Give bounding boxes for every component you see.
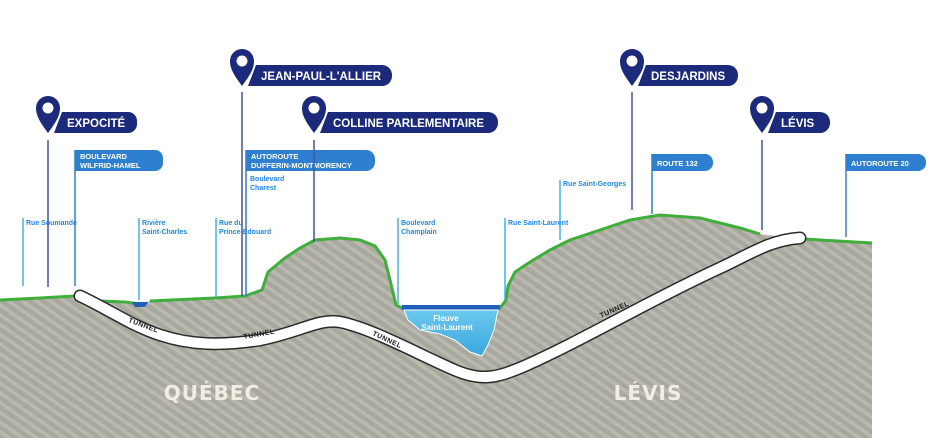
riviere-saint-charles-water bbox=[132, 302, 148, 307]
station-pin-colline-parlementaire: COLLINE PARLEMENTAIRE bbox=[302, 96, 498, 242]
svg-text:AUTOROUTE 20: AUTOROUTE 20 bbox=[851, 159, 909, 168]
map-pin-icon bbox=[302, 96, 326, 133]
svg-text:EXPOCITÉ: EXPOCITÉ bbox=[67, 117, 125, 130]
map-pin-icon bbox=[750, 96, 774, 133]
svg-text:DESJARDINS: DESJARDINS bbox=[651, 71, 725, 83]
tunnel-path-fill bbox=[75, 233, 805, 383]
svg-text:Rue Soumande: Rue Soumande bbox=[26, 220, 77, 227]
fleuve-surface bbox=[402, 305, 500, 310]
street-marker-rue-saint-laurent: Rue Saint-Laurent bbox=[504, 218, 569, 300]
city-label-levis: LÉVIS bbox=[614, 381, 683, 405]
station-pin-expocite: EXPOCITÉ bbox=[36, 96, 137, 287]
svg-text:JEAN-PAUL-L'ALLIER: JEAN-PAUL-L'ALLIER bbox=[261, 71, 382, 83]
fleuve-label: Fleuve Saint-Laurent bbox=[421, 314, 473, 332]
road-flag-route-132: ROUTE 132 bbox=[651, 154, 713, 214]
map-pin-icon bbox=[230, 49, 254, 86]
station-pin-desjardins: DESJARDINS bbox=[620, 49, 738, 210]
svg-text:COLLINE PARLEMENTAIRE: COLLINE PARLEMENTAIRE bbox=[333, 118, 484, 130]
svg-text:LÉVIS: LÉVIS bbox=[781, 117, 815, 130]
svg-text:Rue Saint-Georges: Rue Saint-Georges bbox=[563, 181, 626, 188]
grass-line bbox=[0, 213, 873, 310]
svg-text:Rue Saint-Laurent: Rue Saint-Laurent bbox=[508, 220, 569, 227]
station-pin-jean-paul-lallier: JEAN-PAUL-L'ALLIER bbox=[230, 49, 392, 296]
street-marker-rue-soumande: Rue Soumande bbox=[22, 218, 77, 286]
city-label-quebec: QUÉBEC bbox=[164, 381, 261, 405]
street-marker-rue-saint-georges: Rue Saint-Georges bbox=[559, 180, 626, 240]
svg-text:ROUTE 132: ROUTE 132 bbox=[657, 159, 698, 168]
fleuve-saint-laurent-water bbox=[403, 309, 499, 357]
road-flag-autoroute-20: AUTOROUTE 20 bbox=[845, 154, 926, 237]
map-pin-icon bbox=[36, 96, 60, 133]
station-pin-levis: LÉVIS bbox=[750, 96, 830, 230]
map-pin-icon bbox=[620, 49, 644, 86]
